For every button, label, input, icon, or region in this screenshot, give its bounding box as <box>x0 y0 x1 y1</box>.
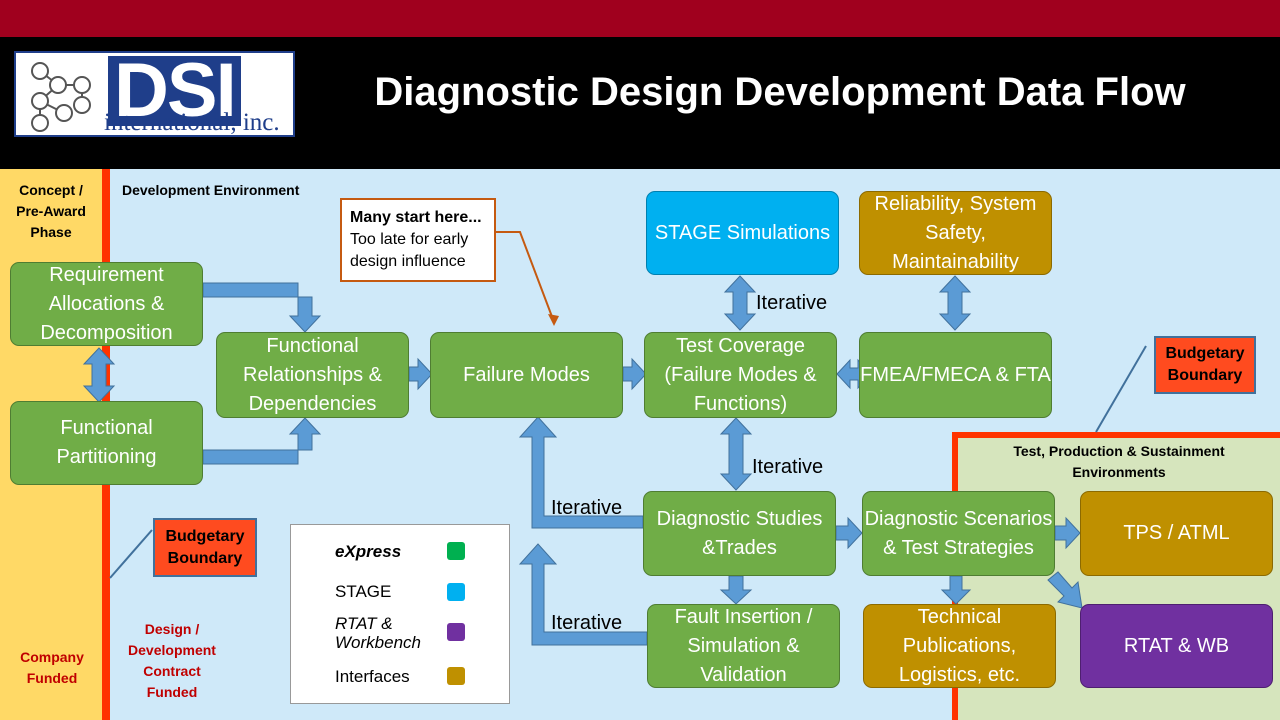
arrow-req-part <box>82 347 116 403</box>
budget-boundary-right: Budgetary Boundary <box>1154 336 1256 394</box>
budget-leader-right <box>1095 345 1147 433</box>
development-environment-label: Development Environment <box>122 182 300 198</box>
node-stage-simulations: STAGE Simulations <box>646 191 839 275</box>
node-relationships: Functional Relationships & Dependencies <box>216 332 409 418</box>
callout-box: Many start here... Too late for early de… <box>340 198 496 282</box>
iterative-label-stage: Iterative <box>756 292 828 314</box>
arrow-req-to-rel <box>202 282 322 333</box>
node-diagnostic-scenarios: Diagnostic Scenarios & Test Strategies <box>862 491 1055 576</box>
arrow-tc-ds <box>719 417 753 491</box>
company-funded-label: Company Funded <box>20 649 84 686</box>
budget-leader-left <box>109 529 153 579</box>
arrow-fi-to-up <box>518 543 648 646</box>
arrow-sc-to-tp <box>940 575 972 605</box>
molecule-icon <box>31 62 91 132</box>
concept-phase-label: Concept / Pre-Award Phase <box>16 182 86 240</box>
node-failure-modes: Failure Modes <box>430 332 623 418</box>
contract-funded-label: Design / Development Contract Funded <box>128 621 216 700</box>
arrow-sc-to-tps <box>1054 516 1081 550</box>
logo-subtitle: international, inc. <box>104 109 280 136</box>
arrow-fm-to-tc <box>622 357 647 391</box>
node-requirements: Requirement Allocations & Decomposition <box>10 262 203 346</box>
budget-boundary-left: Budgetary Boundary <box>153 518 257 577</box>
arrow-sc-to-rtat <box>1047 571 1083 609</box>
logo-wordmark: DSI <box>108 53 241 129</box>
test-production-label: Test, Production & Sustainment Environme… <box>1013 443 1225 480</box>
arrow-part-to-rel <box>202 417 322 465</box>
arrow-stage-tc <box>723 275 757 331</box>
legend-swatch-stage <box>447 583 465 601</box>
arrow-ds-to-fm <box>518 416 644 529</box>
legend-label-stage: STAGE <box>335 582 392 601</box>
callout-pointer <box>496 231 555 323</box>
legend-label-interfaces: Interfaces <box>335 667 410 686</box>
node-partitioning: Functional Partitioning <box>10 401 203 485</box>
callout-title: Many start here... <box>350 209 482 226</box>
legend-swatch-rtat <box>447 623 465 641</box>
iterative-label-coverage: Iterative <box>752 456 824 478</box>
node-diagnostic-studies: Diagnostic Studies &Trades <box>643 491 836 576</box>
callout-body: Too late for early design influence <box>350 231 469 270</box>
arrow-ds-to-fi <box>719 575 753 605</box>
iterative-label-fault: Iterative <box>551 612 623 634</box>
arrow-ds-to-sc <box>835 516 863 550</box>
top-accent-bar <box>0 0 1280 37</box>
node-fmea: FMEA/FMECA & FTA <box>859 332 1052 418</box>
legend-label-rtat: RTAT & Workbench <box>335 614 421 652</box>
node-test-coverage: Test Coverage (Failure Modes & Functions… <box>644 332 837 418</box>
page-title: Diagnostic Design Development Data Flow <box>374 70 1186 114</box>
node-reliability: Reliability, System Safety, Maintainabil… <box>859 191 1052 275</box>
legend-label-express: eXpress <box>335 542 402 561</box>
iterative-label-studies: Iterative <box>551 497 623 519</box>
node-rtat-wb: RTAT & WB <box>1080 604 1273 688</box>
legend-swatch-interfaces <box>447 667 465 685</box>
node-tps-atml: TPS / ATML <box>1080 491 1273 576</box>
arrow-rel-fmea <box>938 275 972 331</box>
legend: eXpress STAGE RTAT & Workbench Interface… <box>290 524 510 704</box>
node-tech-pubs: Technical Publications, Logistics, etc. <box>863 604 1056 688</box>
arrow-rel-to-fm <box>408 357 433 391</box>
legend-swatch-express <box>447 542 465 560</box>
boundary-line-top <box>952 432 1280 438</box>
node-fault-insertion: Fault Insertion / Simulation & Validatio… <box>647 604 840 688</box>
